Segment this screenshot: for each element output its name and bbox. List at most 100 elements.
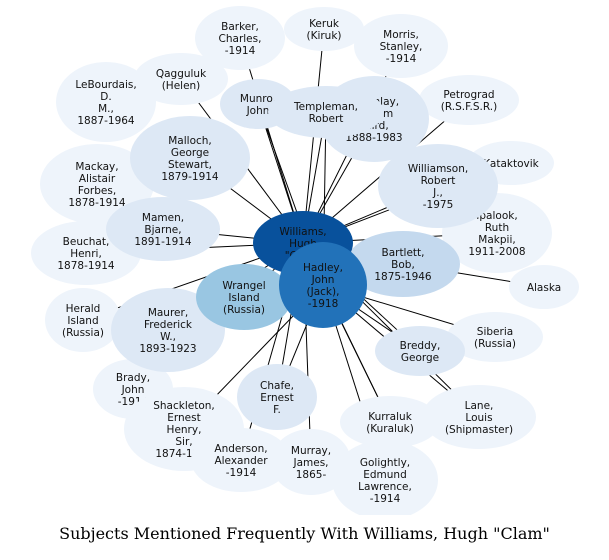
node-murray[interactable]: Murray,James,1865- [271,429,351,495]
node-label-line: Alexander [214,455,268,467]
node-label-line: Golightly, [360,457,410,469]
node-label-line: Morris, [383,29,419,41]
node-templeman[interactable]: Templeman,Robert [268,86,384,138]
node-label-line: Stewart, [168,159,212,171]
co-occurrence-network: Barker,Charles,-1914Keruk(Kiruk)Morris,S… [31,6,579,515]
node-label-line: Anderson, [214,443,267,455]
node-label-line: Frederick [144,319,193,331]
node-label-line: Malloch, [168,135,212,147]
node-label-line: Wrangel [222,280,265,292]
node-bubble [332,440,438,515]
node-label-line: John [311,274,335,286]
node-bubble [268,86,384,138]
node-mamen[interactable]: Mamen,Bjarne,1891-1914 [106,197,220,261]
node-label-line: Chafe, [260,380,294,392]
node-lebourdais[interactable]: LeBourdais,D.M.,1887-1964 [56,62,156,142]
node-petrograd[interactable]: Petrograd(R.S.F.S.R.) [419,75,519,125]
node-bubble [195,6,285,70]
node-bubble [191,428,291,492]
node-label-line: 1878-1914 [57,260,115,272]
node-bubble [419,75,519,125]
node-label-line: Qagguluk [156,68,207,80]
node-label-line: Murray, [291,445,331,457]
node-label-line: (Jack), [307,286,340,298]
node-label-line: Stanley, [380,41,423,53]
node-label-line: 1888-1983 [345,132,402,144]
node-label-line: Hadley, [303,262,343,274]
node-label-line: Henry, [167,424,202,436]
node-qagguluk[interactable]: Qagguluk(Helen) [134,53,228,105]
node-label-line: 1893-1923 [139,343,196,355]
node-label-line: Templeman, [293,101,358,113]
node-label-line: Barker, [221,21,259,33]
node-label-line: George [401,352,439,364]
node-bubble [134,53,228,105]
node-alaska[interactable]: Alaska [509,265,579,309]
node-label-line: Ruth [485,222,509,234]
node-label-line: Charles, [219,33,262,45]
node-label-line: Ernest [167,412,200,424]
node-bubble [45,288,121,352]
node-hadley[interactable]: Hadley,John(Jack),-1918 [279,242,367,328]
node-keruk[interactable]: Keruk(Kiruk) [284,7,364,51]
node-layer: Barker,Charles,-1914Keruk(Kiruk)Morris,S… [31,6,579,515]
node-label-line: Mackay, [75,161,118,173]
node-label-line: (Russia) [474,338,516,350]
node-siberia[interactable]: Siberia(Russia) [447,312,543,362]
node-label-line: James, [292,457,328,469]
node-kurraluk[interactable]: Kurraluk(Kuraluk) [340,396,440,448]
node-label-line: Kurraluk [368,411,412,423]
node-bartlett[interactable]: Bartlett,Bob,1875-1946 [346,231,460,297]
node-label-line: Sir, [175,436,192,448]
node-label-line: Island [228,292,259,304]
node-lane[interactable]: Lane,Louis(Shipmaster) [422,385,536,449]
node-bubble [509,265,579,309]
node-label-line: -1914 [370,493,401,505]
node-label-line: -1918 [308,298,339,310]
chart-caption: Subjects Mentioned Frequently With Willi… [59,524,550,543]
node-label-line: Robert [421,175,456,187]
node-breddy[interactable]: Breddy,George [375,326,465,376]
node-label-line: -1914 [386,53,417,65]
node-label-line: John [121,384,145,396]
node-label-line: -1975 [423,199,454,211]
node-label-line: Brady, [116,372,150,384]
node-label-line: -1914 [225,45,256,57]
node-anderson[interactable]: Anderson,Alexander-1914 [191,428,291,492]
node-label-line: Robert [309,113,344,125]
node-bubble [196,264,292,330]
node-bubble [56,62,156,142]
node-label-line: J., [432,187,443,199]
node-label-line: John [246,105,270,117]
node-label-line: Kataktovik [483,158,539,170]
node-label-line: F. [273,404,281,416]
node-bubble [375,326,465,376]
node-label-line: 1875-1946 [374,271,432,283]
node-label-line: Alistair [79,173,116,185]
node-label-line: (Russia) [223,304,265,316]
node-barker[interactable]: Barker,Charles,-1914 [195,6,285,70]
node-label-line: (Shipmaster) [445,424,513,436]
node-label-line: Herald [66,303,101,315]
node-label-line: 1911-2008 [468,246,525,258]
node-bubble [284,7,364,51]
node-label-line: Mamen, [142,212,184,224]
node-label-line: Shackleton, [153,400,215,412]
node-label-line: Henri, [70,248,102,260]
node-label-line: Maurer, [148,307,188,319]
node-label-line: W., [160,331,176,343]
node-label-line: (R.S.F.S.R.) [441,101,497,113]
node-morris[interactable]: Morris,Stanley,-1914 [354,14,448,78]
node-bubble [271,429,351,495]
node-label-line: 1891-1914 [134,236,192,248]
node-label-line: (Kiruk) [306,30,341,42]
node-bubble [354,14,448,78]
